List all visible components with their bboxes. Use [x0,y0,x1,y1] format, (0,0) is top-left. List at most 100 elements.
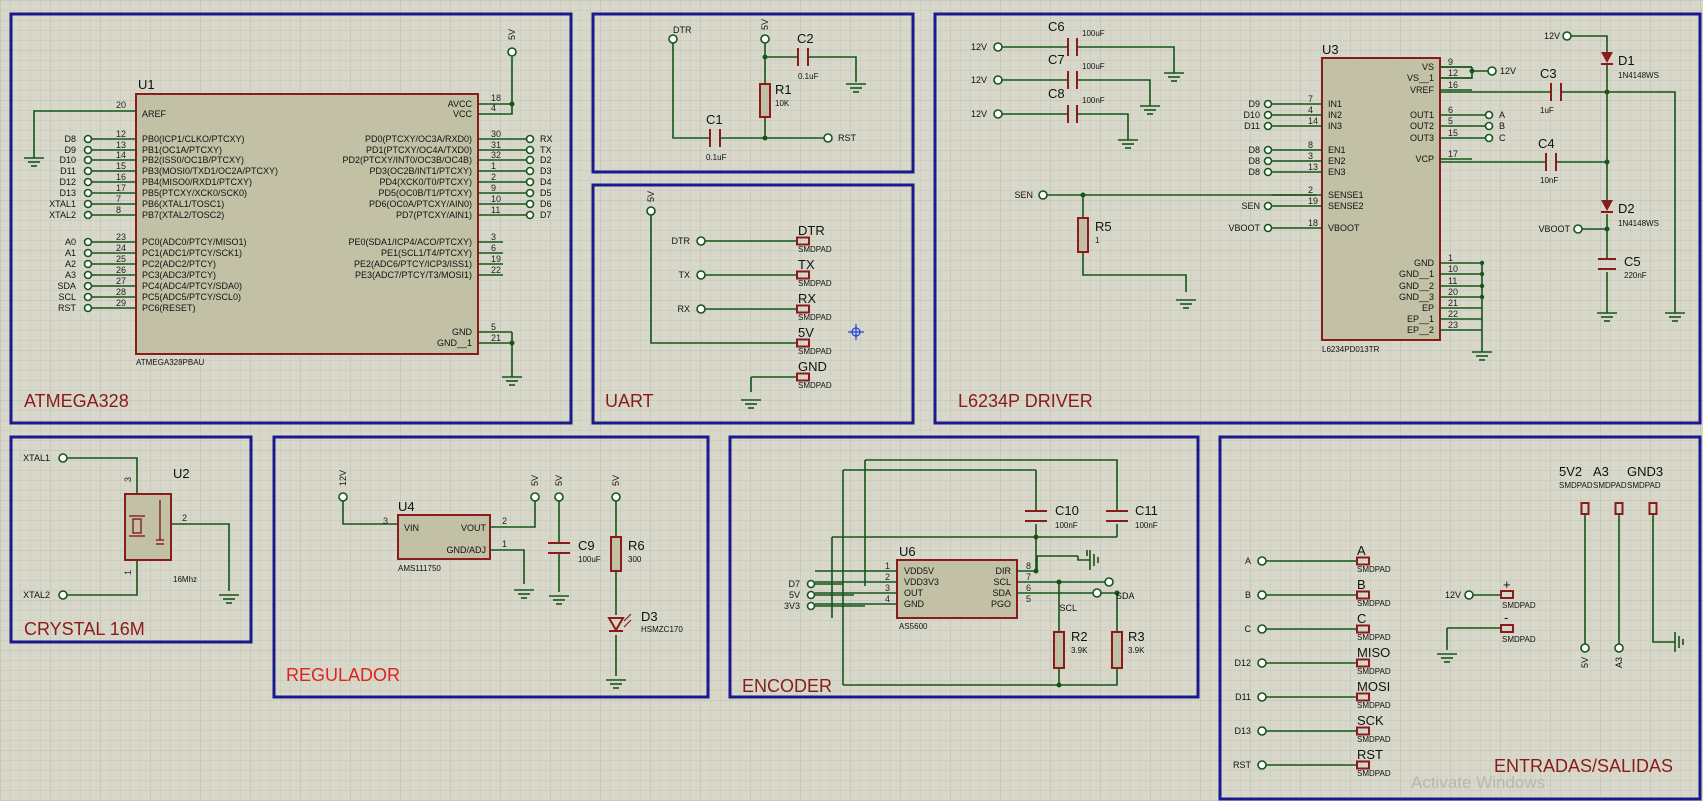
d2-diode[interactable] [1601,200,1613,213]
io-net-terminal[interactable] [1257,658,1267,668]
u6-body[interactable] [896,559,1018,619]
r3-resistor[interactable] [1111,631,1123,669]
io-minus-pad[interactable] [1500,624,1514,633]
u1-pin-terminal[interactable] [83,259,93,269]
encoder-sda-terminal[interactable] [1104,577,1114,587]
driver-12v-terminal[interactable] [993,109,1003,119]
c9-5v-terminal[interactable] [554,492,564,502]
u3-out-terminal[interactable] [1484,110,1494,120]
uart-smd-pad[interactable] [796,270,810,280]
u3-pin-terminal[interactable] [1263,121,1273,131]
encoder-scl-terminal[interactable] [1092,588,1102,598]
r1-resistor[interactable] [759,83,771,118]
u3-body[interactable] [1321,57,1441,341]
io-net-terminal[interactable] [1257,590,1267,600]
u1-pin-terminal[interactable] [83,270,93,280]
u1-rpin-terminal[interactable] [525,166,535,176]
d3-led[interactable] [607,613,632,632]
u1-pin-terminal[interactable] [83,237,93,247]
uart-net-terminal[interactable] [696,304,706,314]
r6-resistor[interactable] [610,536,622,572]
io-top-pad-terminal[interactable] [1614,643,1624,653]
io-top-pad-terminal[interactable] [1580,643,1590,653]
io-connectors[interactable]: AASMDPADBBSMDPADCCSMDPADD12MISOSMDPADD11… [1233,464,1684,778]
uart-5v-terminal[interactable] [646,206,656,216]
u3-out-terminal[interactable] [1484,121,1494,131]
io-net-terminal[interactable] [1257,556,1267,566]
section-frame-reset[interactable] [591,12,915,174]
uart-connector[interactable]: 5V DTRDTRSMDPADTXTXSMDPADRXRXSMDPAD5VSMD… [646,191,864,409]
section-frame-driver[interactable] [933,12,1702,425]
c10-capacitor[interactable] [1025,510,1047,522]
r5-resistor[interactable] [1077,217,1089,253]
section-frame-regulador[interactable] [272,435,710,699]
xtal2-terminal[interactable] [58,590,68,600]
io-smd-pad[interactable] [1356,556,1370,566]
section-frame-crystal[interactable] [9,435,253,644]
reset-circuit[interactable]: DTR 5V C2 0.1uF R1 10K C1 0.1uF RST [668,19,866,162]
io-12v-terminal[interactable] [1464,590,1474,600]
u1-pin-terminal[interactable] [83,303,93,313]
u1-pin-terminal[interactable] [83,155,93,165]
d1-diode[interactable] [1601,52,1613,65]
driver-12v-terminal[interactable] [993,75,1003,85]
reset-rst-terminal[interactable] [823,133,833,143]
u4-body[interactable] [397,514,491,560]
u1-5v-terminal[interactable] [507,47,517,57]
u1-rpin-terminal[interactable] [525,145,535,155]
u1-pin-terminal[interactable] [83,188,93,198]
u3-pin-terminal[interactable] [1263,156,1273,166]
u3-pin-terminal[interactable] [1263,99,1273,109]
xtal1-terminal[interactable] [58,453,68,463]
regulator-circuit[interactable]: 12V U4 AMS111750 VIN VOUT GND/ADJ 3 2 1 … [338,470,683,689]
u1-rpin-terminal[interactable] [525,177,535,187]
c9-capacitor[interactable] [548,542,570,554]
u6-pin-terminal[interactable] [806,590,816,600]
reset-5v-terminal[interactable] [760,34,770,44]
uart-smd-pad[interactable] [796,236,810,246]
u3-pin-terminal[interactable] [1263,145,1273,155]
crystal-circuit[interactable]: XTAL1 XTAL2 U2 16Mhz 3 1 2 [23,453,239,604]
uart-net-terminal[interactable] [696,236,706,246]
u1-pin-terminal[interactable] [83,292,93,302]
u3-out-terminal[interactable] [1484,133,1494,143]
io-smd-pad[interactable] [1356,760,1370,770]
u1-pin-terminal[interactable] [83,199,93,209]
u3-pin-terminal[interactable] [1263,110,1273,120]
c4-capacitor[interactable] [1545,153,1557,171]
c11-capacitor[interactable] [1106,510,1128,522]
u6-pin-terminal[interactable] [806,579,816,589]
u1-pin-terminal[interactable] [83,281,93,291]
reg-5v-terminal[interactable] [530,492,540,502]
r2-resistor[interactable] [1053,631,1065,669]
io-smd-pad[interactable] [1356,658,1370,668]
io-smd-pad[interactable] [1356,726,1370,736]
u1-pin-terminal[interactable] [83,134,93,144]
u1-rpin-terminal[interactable] [525,134,535,144]
section-frame-atmega[interactable] [9,12,573,425]
uart-smd-pad[interactable] [796,372,810,382]
io-smd-pad[interactable] [1356,692,1370,702]
u2-crystal-body[interactable] [124,493,172,561]
driver-12v-terminal[interactable] [993,42,1003,52]
u3-pin-terminal[interactable] [1263,167,1273,177]
u3-pin-terminal[interactable] [1263,201,1273,211]
u1-rpin-terminal[interactable] [525,188,535,198]
io-smd-pad[interactable] [1356,624,1370,634]
u1-rpin-terminal[interactable] [525,155,535,165]
section-frame-uart[interactable] [591,183,915,425]
u1-pin-terminal[interactable] [83,248,93,258]
u6-pin-terminal[interactable] [806,601,816,611]
r6-5v-terminal[interactable] [611,492,621,502]
u1-pin-terminal[interactable] [83,166,93,176]
c2-capacitor[interactable] [797,48,809,66]
reg-12v-terminal[interactable] [338,492,348,502]
section-frame-encoder[interactable] [728,435,1200,699]
uart-net-terminal[interactable] [696,270,706,280]
reset-dtr-terminal[interactable] [668,34,678,44]
io-net-terminal[interactable] [1257,692,1267,702]
u3-pin-terminal[interactable] [1263,223,1273,233]
